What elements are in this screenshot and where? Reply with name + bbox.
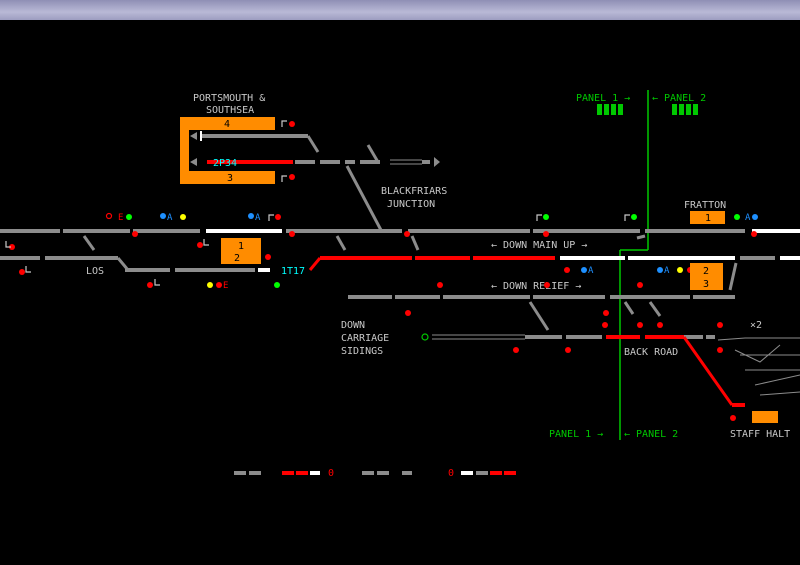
platform-4[interactable] <box>180 117 275 130</box>
signal-a-fratton-label: A <box>745 213 751 223</box>
platform-2b-label: 2 <box>703 266 709 277</box>
blackfriars-label-line2: JUNCTION <box>387 199 435 210</box>
los-label: LOS <box>86 266 104 277</box>
down-relief-line <box>348 282 735 331</box>
status-strip <box>234 471 516 475</box>
signal-a-upper2-label: A <box>255 213 261 223</box>
panel1-top-label: PANEL 1 → <box>576 93 630 104</box>
blackfriars-label-line1: BLACKFRIARS <box>381 186 447 197</box>
upper-signals <box>5 212 758 250</box>
signal-a-mid2-label: A <box>664 266 670 276</box>
panel2-bottom-label: ← PANEL 2 <box>624 429 678 440</box>
platform-3[interactable] <box>180 171 275 184</box>
platform-frame <box>180 117 189 184</box>
fratton-platform-1-label: 1 <box>705 213 711 224</box>
panel1-bottom-label: PANEL 1 → <box>549 429 603 440</box>
platform-2-3[interactable] <box>690 263 723 290</box>
platform-1-2[interactable] <box>221 238 261 264</box>
status-counter-2: 0 <box>448 468 454 479</box>
panel-divider <box>597 90 698 440</box>
signal-e-upper-label: E <box>118 213 123 223</box>
status-counter-1: 0 <box>328 468 334 479</box>
train-description-2p34[interactable]: 2P34 <box>213 158 237 169</box>
upper-main-line <box>0 229 800 251</box>
platform-1-label: 1 <box>238 241 244 252</box>
back-road-label: BACK ROAD <box>624 347 678 358</box>
window-title-bar <box>0 0 800 20</box>
platform-2-label: 2 <box>234 253 240 264</box>
staff-halt-platform[interactable] <box>752 411 778 423</box>
portsmouth-label-line2: SOUTHSEA <box>206 105 254 116</box>
platform-4-label: 4 <box>224 119 230 130</box>
signal-box-panel: PANEL 1 → ← PANEL 2 PANEL 1 → ← PANEL 2 … <box>0 90 800 479</box>
platform-tracks <box>190 131 440 233</box>
train-description-1t17[interactable]: 1T17 <box>281 266 305 277</box>
signal-e-lower-label: E <box>223 281 228 291</box>
signal-a-upper1-label: A <box>167 213 173 223</box>
down-carriage-label-line1: DOWN <box>341 320 365 331</box>
platform-3-label: 3 <box>227 173 233 184</box>
panel2-top-label: ← PANEL 2 <box>652 93 706 104</box>
down-carriage-label-line3: SIDINGS <box>341 346 383 357</box>
fratton-label: FRATTON <box>684 200 726 211</box>
staff-halt-label: STAFF HALT <box>730 429 790 440</box>
down-carriage-label-line2: CARRIAGE <box>341 333 389 344</box>
platform-signals <box>281 120 295 182</box>
signal-a-mid-label: A <box>588 266 594 276</box>
down-relief-label: ← DOWN RELIEF → <box>491 281 581 292</box>
x2-label: ×2 <box>750 320 762 331</box>
fratton-platform-1[interactable] <box>690 211 725 224</box>
platform-3b-label: 3 <box>703 279 709 290</box>
portsmouth-label-line1: PORTSMOUTH & <box>193 93 265 104</box>
lower-main-line <box>0 256 800 291</box>
signal-platform-2[interactable] <box>265 254 271 260</box>
down-main-up-label: ← DOWN MAIN UP → <box>491 240 587 251</box>
carriage-sidings-track <box>421 322 745 421</box>
yard-tracks <box>717 337 800 396</box>
